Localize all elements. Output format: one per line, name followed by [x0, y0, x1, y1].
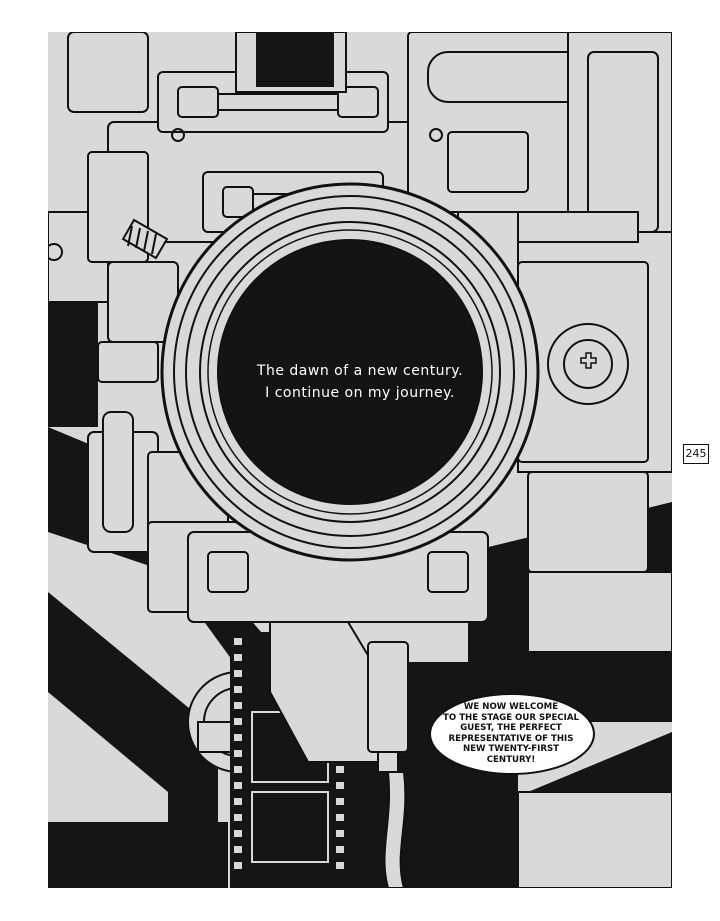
film-strip-top: [235, 32, 347, 93]
balloon-line: TO THE STAGE OUR SPECIAL: [443, 712, 579, 723]
balloon-line: CENTURY!: [486, 754, 536, 765]
balloon-line: NEW TWENTY-FIRST: [462, 744, 560, 754]
balloon-line: REPRESENTATIVE OF THIS: [448, 733, 574, 744]
balloon-line: WE NOW WELCOME: [463, 702, 559, 712]
narration-caption: The dawn of a new century. I continue on…: [210, 360, 510, 404]
speech-balloon: [429, 693, 595, 775]
page-number: 245: [683, 444, 709, 464]
narration-line-1: The dawn of a new century.: [256, 363, 464, 379]
comic-panel: [48, 32, 672, 888]
clamp-arm: [269, 621, 409, 773]
machinery-right: [517, 211, 672, 653]
plus-screw-icon: [580, 352, 597, 369]
lens-aperture: [217, 239, 483, 505]
speech-balloon-text: WE NOW WELCOME TO THE STAGE OUR SPECIAL …: [436, 702, 586, 765]
narration-line-2: I continue on my journey.: [265, 385, 455, 401]
cable: [383, 771, 407, 888]
spring-screw: [121, 218, 169, 260]
projector-lens: [160, 182, 540, 562]
projector-illustration: [48, 32, 672, 888]
balloon-line: GUEST, THE PERFECT: [460, 723, 562, 733]
